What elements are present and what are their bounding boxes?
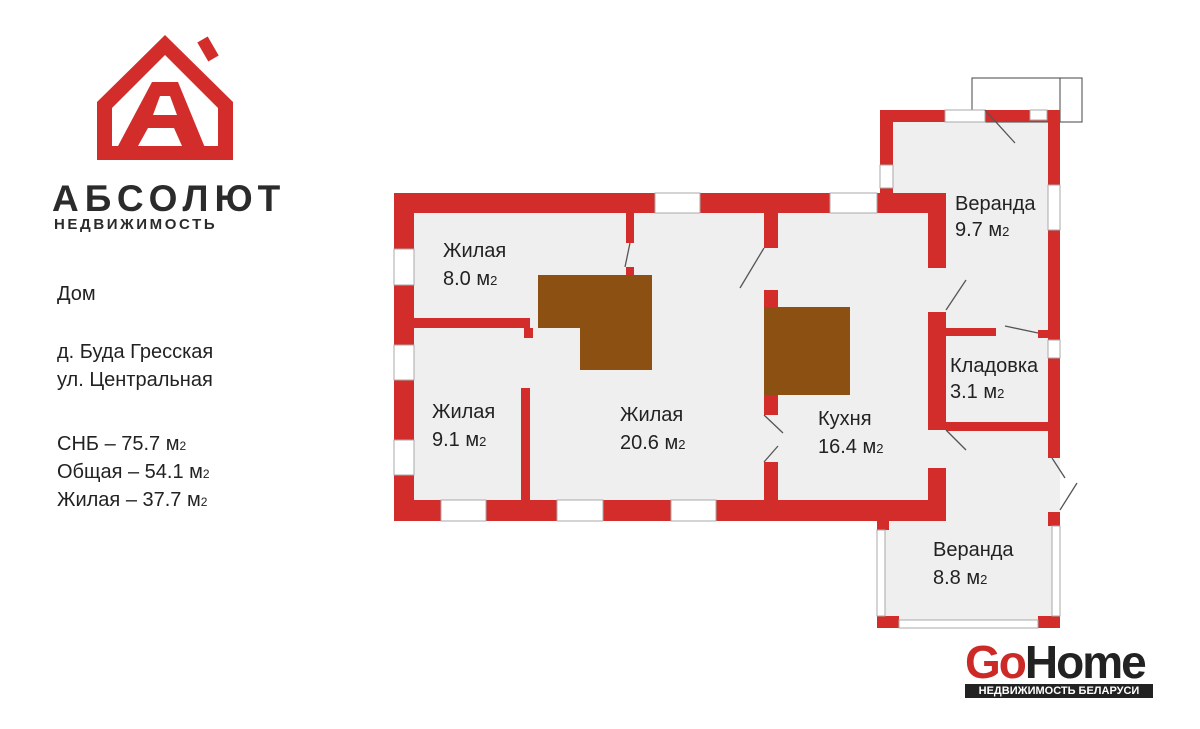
room-label: Кладовка 3.1 м2 [950, 355, 1039, 403]
area-snb-label: СНБ – 75.7 м [57, 433, 180, 455]
area-total: Общая – 54.1 м2 [57, 458, 210, 488]
stove-1 [538, 275, 652, 370]
absolut-logo-icon [97, 35, 233, 160]
room-label: Жилая 9.1 м2 [432, 401, 495, 451]
unit-sup: 2 [202, 467, 210, 481]
stove-2 [764, 307, 850, 395]
svg-text:Веранда: Веранда [933, 539, 1014, 561]
logo-home: Home [1024, 636, 1147, 688]
svg-text:9.1 м2: 9.1 м2 [432, 429, 486, 451]
room-label: Веранда 8.8 м2 [933, 539, 1014, 589]
svg-text:Кухня: Кухня [818, 408, 872, 430]
room-label: Веранда 9.7 м2 [955, 193, 1036, 241]
brand-subtitle: НЕДВИЖИМОСТЬ [54, 216, 218, 233]
brand-name: АБСОЛЮТ [52, 178, 287, 219]
unit-sup: 2 [200, 495, 208, 509]
svg-text:Жилая: Жилая [443, 240, 506, 262]
logo-tagline: НЕДВИЖИМОСТЬ БЕЛАРУСИ [965, 684, 1153, 698]
svg-text:Жилая: Жилая [432, 401, 495, 423]
door-swings [624, 109, 1078, 511]
svg-text:16.4 м2: 16.4 м2 [818, 436, 883, 458]
area-total-label: Общая – 54.1 м [57, 461, 203, 483]
walls [394, 110, 1060, 628]
svg-text:9.7 м2: 9.7 м2 [955, 219, 1009, 241]
property-type: Дом [57, 283, 96, 305]
svg-text:3.1 м2: 3.1 м2 [950, 381, 1004, 403]
room-label: Жилая 8.0 м2 [443, 240, 506, 290]
house-floor [394, 193, 946, 521]
windows [393, 109, 1061, 629]
svg-text:8.0 м2: 8.0 м2 [443, 268, 497, 290]
svg-text:Кладовка: Кладовка [950, 355, 1039, 377]
gohome-logo: GoHome НЕДВИЖИМОСТЬ БЕЛАРУСИ [965, 639, 1153, 698]
svg-text:20.6 м2: 20.6 м2 [620, 432, 685, 454]
svg-text:8.8 м2: 8.8 м2 [933, 567, 987, 589]
area-living-label: Жилая – 37.7 м [57, 489, 201, 511]
room-label: Жилая 20.6 м2 [620, 404, 685, 454]
address-village: д. Буда Гресская [57, 341, 214, 363]
room-label: Кухня 16.4 м2 [818, 408, 883, 458]
area-snb: СНБ – 75.7 м2 [57, 430, 186, 460]
logo-go: Go [965, 636, 1027, 688]
svg-text:Жилая: Жилая [620, 404, 683, 426]
address-street: ул. Центральная [57, 369, 213, 391]
svg-text:Веранда: Веранда [955, 193, 1036, 215]
area-living: Жилая – 37.7 м2 [57, 486, 207, 516]
unit-sup: 2 [179, 439, 187, 453]
